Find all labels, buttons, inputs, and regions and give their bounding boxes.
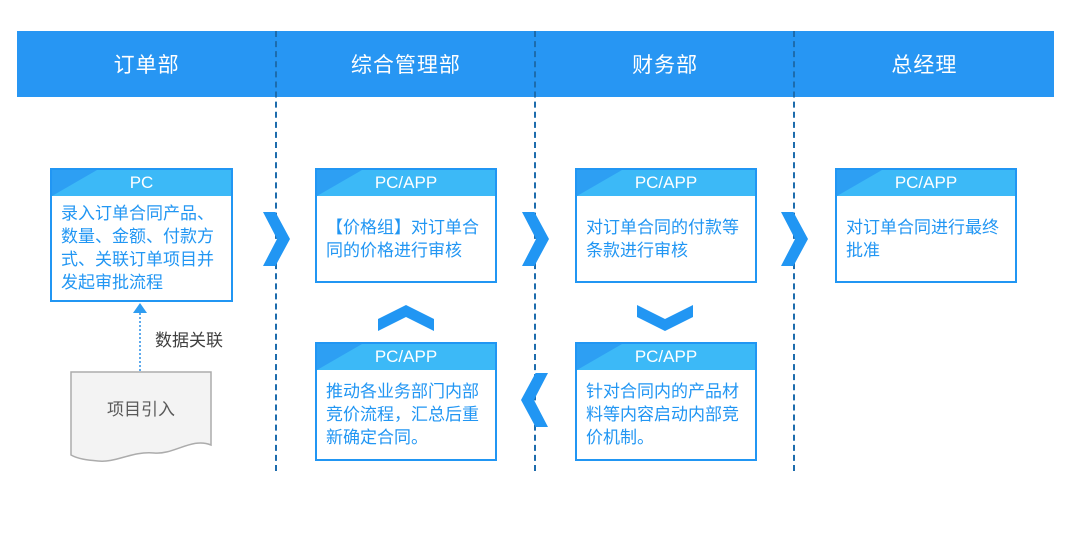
node-text: 【价格组】对订单合同的价格进行审核 — [326, 217, 479, 260]
node-text: 录入订单合同产品、数量、金额、付款方式、关联订单项目并发起审批流程 — [61, 204, 214, 292]
lane-header-order-dept: 订单部 — [113, 54, 180, 77]
fold-triangle — [317, 170, 362, 196]
fold-triangle — [577, 344, 622, 370]
node-platform-tag: PC/APP — [577, 170, 755, 196]
arrow-up-icon — [378, 305, 434, 331]
arrow-down-icon — [637, 305, 693, 331]
lane-header-general-manager: 总经理 — [891, 54, 958, 77]
node-price-review: PC/APP 【价格组】对订单合同的价格进行审核 — [315, 168, 497, 283]
lane-header-admin-dept: 综合管理部 — [350, 54, 461, 77]
node-platform-tag: PC/APP — [837, 170, 1015, 196]
node-platform-tag: PC — [52, 170, 231, 196]
document-label: 项目引入 — [107, 400, 175, 419]
data-link-label: 数据关联 — [155, 331, 223, 350]
node-text: 对订单合同的付款等条款进行审核 — [586, 217, 739, 260]
node-order-entry: PC 录入订单合同产品、数量、金额、付款方式、关联订单项目并发起审批流程 — [50, 168, 233, 302]
node-internal-bidding-summary: PC/APP 推动各业务部门内部竞价流程，汇总后重新确定合同。 — [315, 342, 497, 461]
fold-triangle — [317, 344, 362, 370]
document-shape-outline — [70, 371, 212, 462]
node-platform-tag: PC/APP — [317, 170, 495, 196]
document-shape: 项目引入 — [70, 371, 212, 465]
node-text: 针对合同内的产品材料等内容启动内部竞价机制。 — [586, 382, 739, 447]
node-platform-tag-label: PC/APP — [374, 347, 438, 366]
node-platform-tag-label: PC — [129, 173, 154, 192]
node-text: 对订单合同进行最终批准 — [846, 217, 999, 260]
node-platform-tag: PC/APP — [317, 344, 495, 370]
node-payment-terms-review: PC/APP 对订单合同的付款等条款进行审核 — [575, 168, 757, 283]
node-start-internal-bidding: PC/APP 针对合同内的产品材料等内容启动内部竞价机制。 — [575, 342, 757, 461]
arrow-up-small-icon — [133, 303, 147, 313]
data-link-connector — [139, 313, 141, 371]
node-platform-tag-label: PC/APP — [634, 347, 698, 366]
node-platform-tag-label: PC/APP — [894, 173, 958, 192]
node-platform-tag-label: PC/APP — [374, 173, 438, 192]
fold-triangle — [837, 170, 882, 196]
fold-triangle — [577, 170, 622, 196]
fold-triangle — [52, 170, 97, 196]
lane-header-finance-dept: 财务部 — [632, 54, 699, 77]
node-platform-tag: PC/APP — [577, 344, 755, 370]
node-platform-tag-label: PC/APP — [634, 173, 698, 192]
node-final-approval: PC/APP 对订单合同进行最终批准 — [835, 168, 1017, 283]
node-text: 推动各业务部门内部竞价流程，汇总后重新确定合同。 — [326, 382, 479, 447]
